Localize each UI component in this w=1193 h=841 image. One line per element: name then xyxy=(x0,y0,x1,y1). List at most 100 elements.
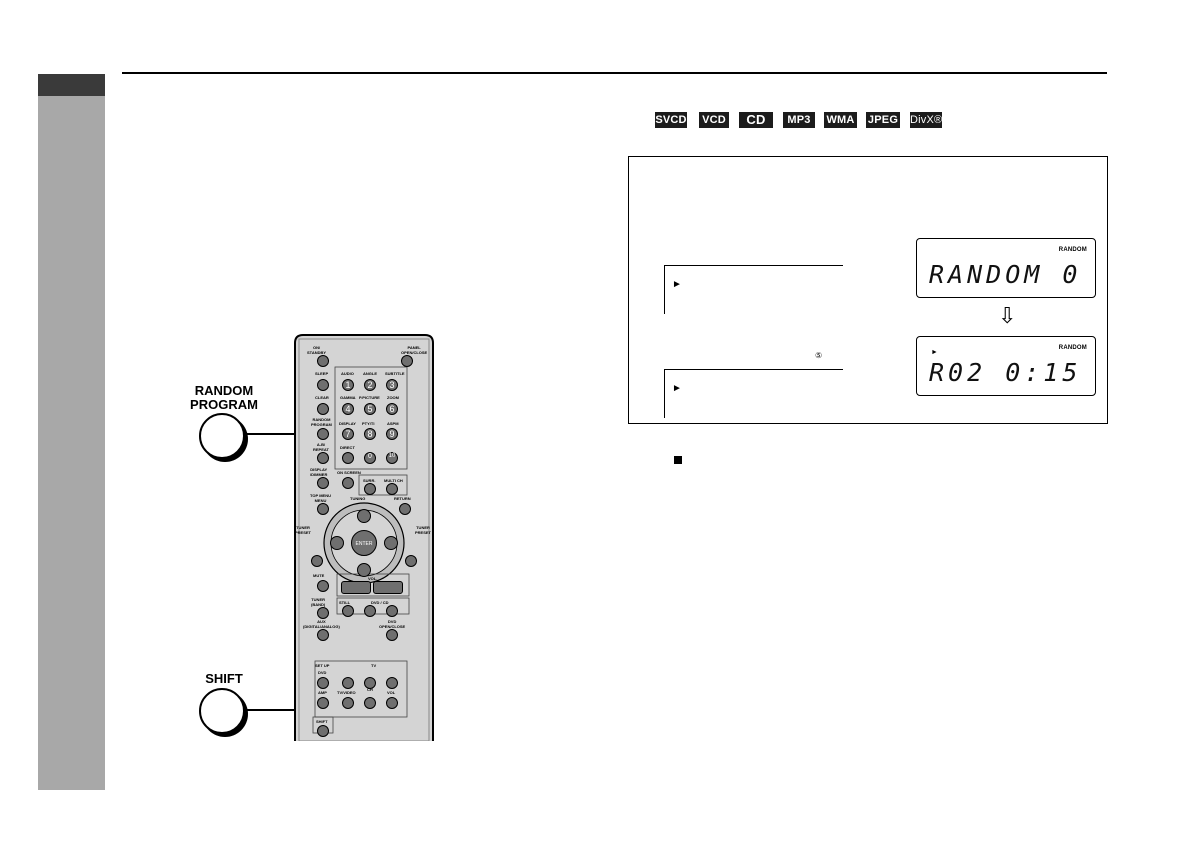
digit-1-button[interactable]: 1 xyxy=(342,379,354,391)
tuner-band-button[interactable] xyxy=(317,607,329,619)
dvd-cd-label: DVD / CD xyxy=(371,600,389,605)
digit-3-button[interactable]: 3 xyxy=(386,379,398,391)
shift-callout-button[interactable] xyxy=(199,688,245,734)
random-program-button[interactable] xyxy=(317,428,329,440)
subtitle-label: SUBTITLE xyxy=(385,371,405,376)
shift-button[interactable] xyxy=(317,725,329,737)
return-button[interactable] xyxy=(399,503,411,515)
vol-label: VOL. xyxy=(368,576,378,581)
lcd-display-top: RANDOM RANDOM 0 xyxy=(916,238,1096,298)
digit-4-button[interactable]: 4 xyxy=(342,403,354,415)
tv-video-label: TV/VIDEO xyxy=(337,690,356,695)
vol-down-button[interactable] xyxy=(386,697,398,709)
on-standby-label: ON/ STANDBY xyxy=(307,345,327,355)
skip-back-button[interactable] xyxy=(311,555,323,567)
skip-forward-button[interactable] xyxy=(405,555,417,567)
pause-button[interactable] xyxy=(342,605,354,617)
play-button[interactable] xyxy=(386,605,398,617)
shift-leader xyxy=(246,709,296,711)
top-menu-button[interactable] xyxy=(317,503,329,515)
clear-button[interactable] xyxy=(317,403,329,415)
digit-8-button[interactable]: 8 xyxy=(364,428,376,440)
dvd-label: DVD xyxy=(318,670,327,675)
osd-frame-bottom xyxy=(664,369,843,418)
shift-small-label: SHIFT xyxy=(316,719,328,724)
random-program-small-label: RANDOM PROGRAM xyxy=(311,417,332,427)
surr-label: SURR. xyxy=(363,478,376,483)
random-program-callout-button[interactable] xyxy=(199,413,245,459)
display-dimmer-button[interactable] xyxy=(317,477,329,489)
digit-0-button[interactable]: 0 xyxy=(364,452,376,464)
direct-button[interactable] xyxy=(342,452,354,464)
ch-label: CH xyxy=(367,687,373,692)
play-icon: ► xyxy=(672,279,682,290)
ch-up-button[interactable] xyxy=(364,677,376,689)
random-indicator: RANDOM xyxy=(1058,247,1087,253)
tv-label: TV xyxy=(371,663,377,668)
on-screen-button[interactable] xyxy=(342,477,354,489)
tv-video-button[interactable] xyxy=(342,697,354,709)
panel-label: PANEL OPEN/CLOSE xyxy=(401,345,428,355)
digit-5-button[interactable]: 5 xyxy=(364,403,376,415)
digit-7-button[interactable]: 7 xyxy=(342,428,354,440)
vol-tv-label: VOL xyxy=(387,690,396,695)
amp-label: AMP xyxy=(318,690,327,695)
clear-label: CLEAR xyxy=(315,395,329,400)
still-label: STILL xyxy=(339,600,351,605)
down-arrow-icon: ⇩ xyxy=(998,303,1017,328)
volume-down-button[interactable] xyxy=(341,581,371,594)
display-label: DISPLAY xyxy=(339,421,356,426)
volume-up-button[interactable] xyxy=(373,581,403,594)
multi-ch-label: MULTI CH xyxy=(384,478,403,483)
format-badge-vcd: VCD xyxy=(699,112,729,128)
dvd-open-close-button[interactable] xyxy=(386,629,398,641)
ab-repeat-button[interactable] xyxy=(317,452,329,464)
shift-label: SHIFT xyxy=(205,671,243,686)
surround-button[interactable] xyxy=(364,483,376,495)
tuner-band-label: TUNER (BAND) xyxy=(311,597,326,607)
multi-ch-button[interactable] xyxy=(386,483,398,495)
on-screen-label: ON SCREEN xyxy=(337,470,361,475)
aux-button[interactable] xyxy=(317,629,329,641)
amp-button[interactable] xyxy=(317,697,329,709)
tv-power-button[interactable] xyxy=(342,677,354,689)
display-dimmer-label: DISPLAY /DIMMER xyxy=(310,467,328,477)
mute-label: MUTE xyxy=(313,573,325,578)
set-up-label: SET UP xyxy=(315,663,330,668)
enter-button[interactable]: ENTER xyxy=(351,530,377,556)
remote-control: ON/ STANDBY PANEL OPEN/CLOSE SLEEP AUDIO… xyxy=(293,333,435,741)
right-button[interactable] xyxy=(384,536,398,550)
lcd-text: RANDOM 0 xyxy=(929,260,1082,289)
mute-button[interactable] xyxy=(317,580,329,592)
chapter-sidebar xyxy=(38,74,105,790)
digit-2-button[interactable]: 2 xyxy=(364,379,376,391)
zoom-label: ZOOM xyxy=(387,395,399,400)
format-badge-wma: WMA xyxy=(824,112,857,128)
vol-up-button[interactable] xyxy=(386,677,398,689)
digit-6-button[interactable]: 6 xyxy=(386,403,398,415)
tuner-preset-right-label: TUNER PRESET xyxy=(415,525,432,535)
ch-down-button[interactable] xyxy=(364,697,376,709)
panel-button[interactable] xyxy=(401,355,413,367)
osd-frame-top xyxy=(664,265,843,314)
play-icon: ► xyxy=(672,383,682,394)
p-picture-label: P.PICTURE xyxy=(359,395,380,400)
stop-icon xyxy=(674,456,682,464)
standby-button[interactable] xyxy=(317,355,329,367)
digit-9-button[interactable]: 9 xyxy=(386,428,398,440)
dvd-open-close-label: DVD OPEN/CLOSE xyxy=(379,619,406,629)
format-badge-svcd: SVCD xyxy=(655,112,687,128)
ab-repeat-label: A-B/ REPEAT xyxy=(313,442,329,452)
sleep-button[interactable] xyxy=(317,379,329,391)
down-button[interactable] xyxy=(357,563,371,577)
random-program-leader xyxy=(246,433,296,435)
format-badge-cd: CD xyxy=(739,112,773,128)
digit-10-button[interactable]: 10 xyxy=(386,452,398,464)
up-button[interactable] xyxy=(357,509,371,523)
pty-ti-label: PTY/TI xyxy=(362,421,375,426)
stop-button[interactable] xyxy=(364,605,376,617)
note-symbol: ⑤ xyxy=(815,351,823,360)
tuner-preset-left-label: TUNER PRESET xyxy=(295,525,312,535)
dvd-button[interactable] xyxy=(317,677,329,689)
left-button[interactable] xyxy=(330,536,344,550)
